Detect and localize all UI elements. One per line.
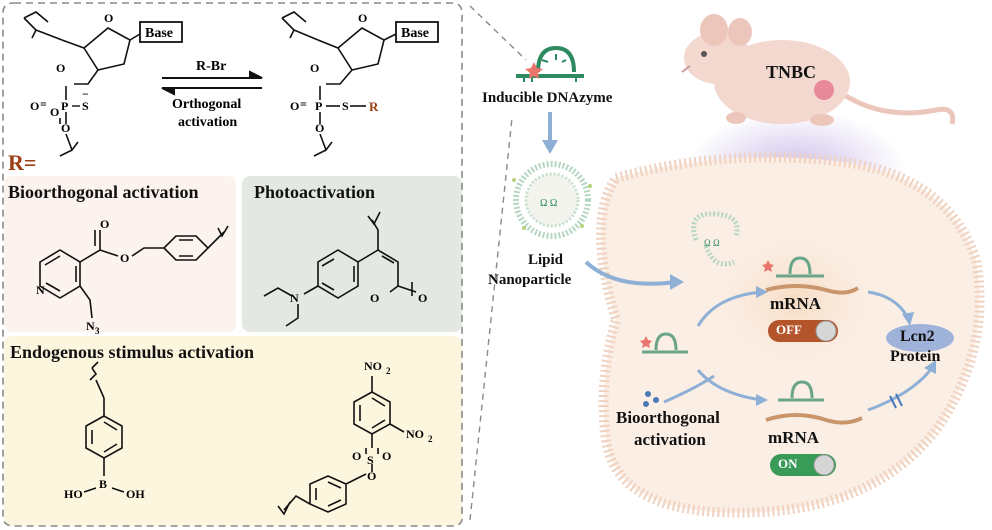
base-label-right: Base bbox=[401, 26, 429, 41]
arrow-into-cell bbox=[584, 260, 677, 286]
svg-text:O: O bbox=[370, 291, 379, 305]
arrow-to-bottom-mrna bbox=[696, 369, 763, 402]
svg-text:O: O bbox=[418, 291, 427, 305]
equilibrium-arrows bbox=[161, 70, 263, 96]
svg-text:B: B bbox=[99, 477, 107, 491]
broken-lnp-icon: Ω Ω bbox=[691, 211, 740, 267]
right-biology-panel: Ω Ω Ω Ω bbox=[466, 0, 992, 530]
lnp-label-line2: Nanoparticle bbox=[488, 272, 572, 288]
endogenous-section-title: Endogenous stimulus activation bbox=[10, 342, 255, 362]
svg-text:N: N bbox=[36, 283, 45, 297]
svg-text:O: O bbox=[358, 11, 367, 25]
svg-text:OH: OH bbox=[126, 487, 145, 501]
switch-on-label: ON bbox=[778, 456, 798, 471]
svg-text:S: S bbox=[342, 99, 349, 113]
svg-text:2: 2 bbox=[386, 366, 391, 376]
left-panel-graphics: Base O O O = O P S − O R-Br Orthogonal a… bbox=[2, 2, 463, 527]
svg-text:HO: HO bbox=[64, 487, 83, 501]
bioorthogonal-box bbox=[4, 176, 236, 332]
svg-text:O: O bbox=[56, 61, 65, 75]
svg-text:O: O bbox=[290, 99, 299, 113]
tnbc-label: TNBC bbox=[766, 62, 817, 82]
nucleus-glow bbox=[701, 220, 891, 380]
switch-off-label: OFF bbox=[776, 322, 802, 337]
nitro-structure bbox=[277, 376, 405, 516]
r-equals-label: R= bbox=[8, 150, 36, 175]
svg-text:P: P bbox=[61, 99, 68, 113]
boronic-structure bbox=[83, 361, 125, 493]
photoactivation-box bbox=[242, 176, 462, 332]
zoom-line-bottom bbox=[469, 117, 513, 521]
svg-text:O: O bbox=[30, 99, 39, 113]
svg-text:S: S bbox=[82, 99, 89, 113]
photo-structure bbox=[263, 211, 417, 327]
orthogonal-label: Orthogonal bbox=[172, 97, 241, 112]
svg-text:O: O bbox=[352, 449, 361, 463]
zoom-line-top bbox=[469, 5, 527, 61]
nucleotide-left bbox=[23, 11, 141, 157]
svg-text:O: O bbox=[104, 11, 113, 25]
endogenous-box bbox=[4, 336, 462, 526]
svg-text:−: − bbox=[82, 87, 89, 101]
bio-activation-line2: activation bbox=[634, 430, 706, 449]
lcn2-label: Lcn2 bbox=[900, 328, 935, 345]
svg-text:NO: NO bbox=[406, 427, 424, 441]
mouse-illustration bbox=[681, 14, 956, 126]
svg-text:O: O bbox=[100, 217, 109, 231]
svg-text:N: N bbox=[86, 319, 95, 333]
arrow-bioorthogonal bbox=[663, 374, 715, 404]
protein-label: Protein bbox=[890, 348, 941, 365]
svg-text:O: O bbox=[310, 61, 319, 75]
nucleotide-right bbox=[281, 11, 397, 157]
left-chemistry-panel: Base O O O = O P S − O R-Br Orthogonal a… bbox=[0, 0, 466, 530]
arrow-bottom-to-lcn2 bbox=[867, 367, 934, 412]
dnazyme-label: Inducible DNAzyme bbox=[482, 90, 613, 106]
mrna-top-strand bbox=[765, 284, 860, 295]
svg-text:=: = bbox=[300, 97, 307, 111]
r-group-label: R bbox=[369, 99, 379, 114]
lcn2-oval bbox=[886, 324, 954, 352]
lnp-label-line1: Lipid bbox=[528, 252, 564, 268]
activation-label: activation bbox=[178, 115, 237, 130]
mrna-bottom-label: mRNA bbox=[768, 428, 819, 447]
svg-text:P: P bbox=[315, 99, 322, 113]
bioorthogonal-structure bbox=[39, 225, 229, 319]
svg-text:O: O bbox=[50, 105, 59, 119]
photoactivation-section-title: Photoactivation bbox=[254, 182, 375, 202]
base-label-left: Base bbox=[145, 26, 173, 41]
svg-text:O: O bbox=[61, 121, 70, 135]
svg-text:N: N bbox=[290, 291, 299, 305]
svg-text:O: O bbox=[382, 449, 391, 463]
svg-text:Ω Ω: Ω Ω bbox=[704, 238, 720, 248]
bio-activation-line1: Bioorthogonal bbox=[616, 408, 720, 427]
svg-text:=: = bbox=[40, 97, 47, 111]
mrna-top-label: mRNA bbox=[770, 294, 821, 313]
svg-text:Ω Ω: Ω Ω bbox=[540, 198, 557, 209]
svg-text:O: O bbox=[120, 251, 129, 265]
mrna-bottom-strand bbox=[765, 413, 863, 425]
svg-text:2: 2 bbox=[428, 434, 433, 444]
lnp-icon: Ω Ω bbox=[512, 161, 592, 239]
dashed-border bbox=[2, 2, 463, 527]
reagent-label: R-Br bbox=[196, 59, 226, 74]
svg-text:S: S bbox=[367, 453, 374, 467]
svg-text:3: 3 bbox=[95, 326, 100, 336]
svg-text:NO: NO bbox=[364, 359, 382, 373]
arrow-to-top-mrna bbox=[696, 290, 763, 327]
bioorthogonal-section-title: Bioorthogonal activation bbox=[8, 182, 199, 202]
svg-text:O: O bbox=[367, 469, 376, 483]
svg-text:O: O bbox=[315, 121, 324, 135]
dnazyme-icon bbox=[516, 45, 584, 82]
right-panel-graphics: Ω Ω Ω Ω bbox=[469, 5, 985, 521]
